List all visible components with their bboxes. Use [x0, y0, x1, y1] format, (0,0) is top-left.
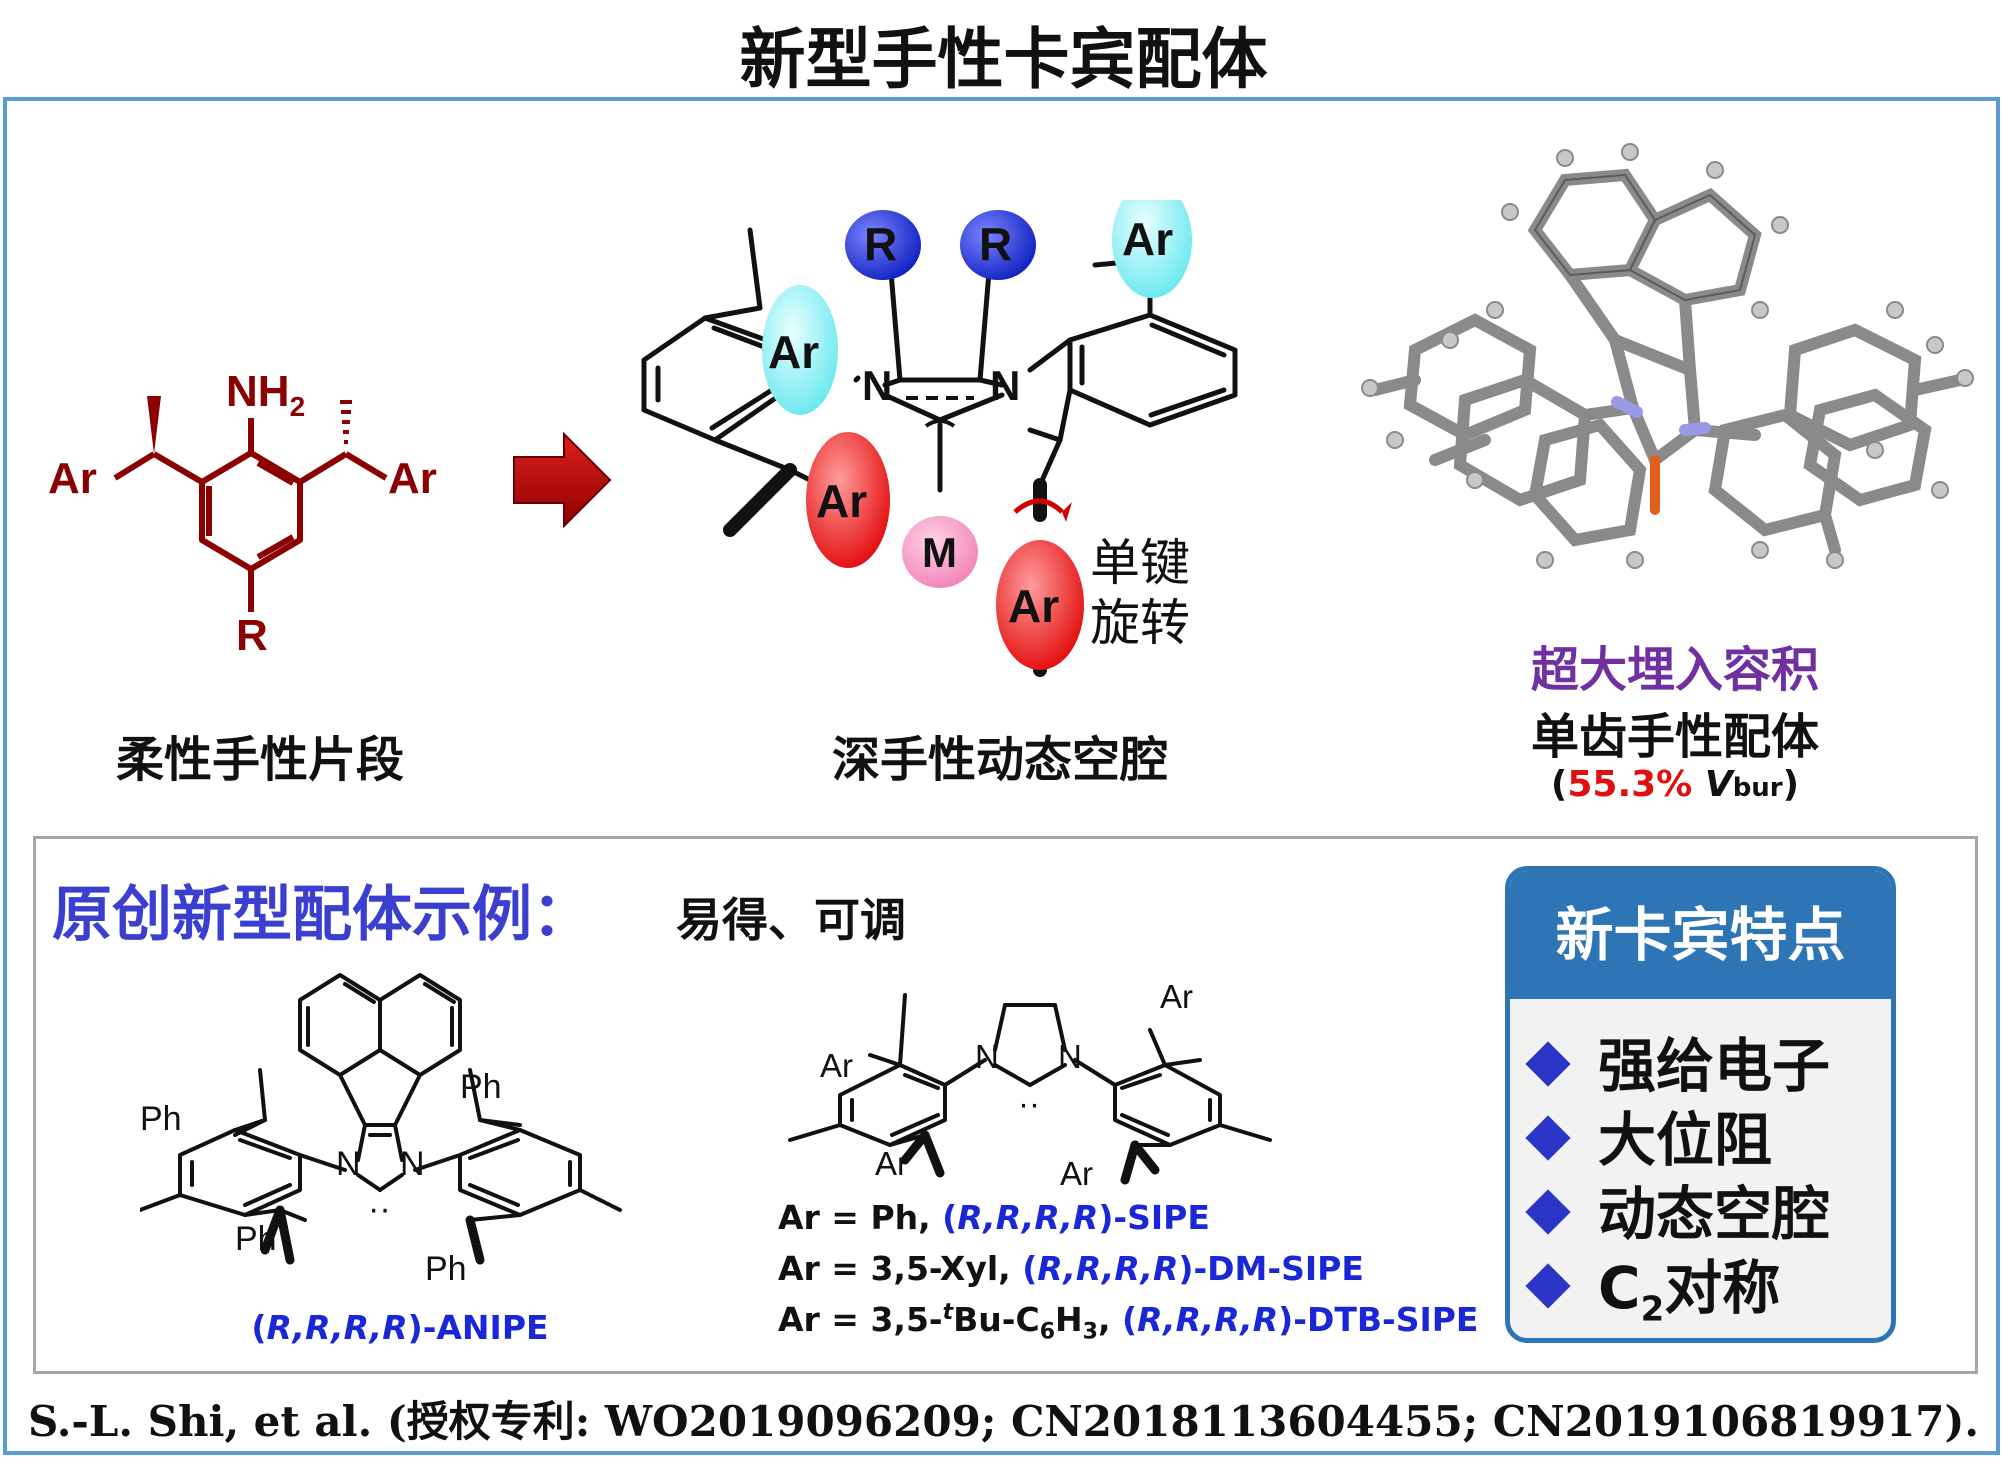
- 3d-ligand-model: [1361, 143, 1974, 569]
- flexible-fragment-structure: NH2 Ar Ar R: [48, 367, 437, 660]
- anipe-ph-1: Ph: [140, 1100, 182, 1138]
- features-header: 新卡宾特点: [1510, 871, 1891, 999]
- ar-top-right-label: Ar: [1122, 213, 1173, 265]
- anipe-ph-2: Ph: [235, 1220, 277, 1258]
- vbur-value: (55.3% Vbur): [1550, 764, 1800, 805]
- panel3-line2: 单齿手性配体: [1530, 709, 1819, 765]
- diamond-bullet-icon: [1525, 1189, 1571, 1235]
- examples-subheading: 易得、可调: [676, 893, 906, 947]
- ar-left-red-label: Ar: [816, 475, 867, 527]
- sipe-n-1: N: [975, 1038, 999, 1075]
- page-title: 新型手性卡宾配体: [739, 21, 1268, 98]
- features-box: 新卡宾特点 强给电子 大位阻 动态空腔 C2对称: [1505, 866, 1896, 1343]
- diamond-bullet-icon: [1525, 1263, 1571, 1309]
- sipe-n-2: N: [1058, 1038, 1082, 1075]
- sipe-line-3: Ar = 3,5-tBu-C6H3, (R,R,R,R)-DTB-SIPE: [778, 1300, 1479, 1345]
- sipe-line-1: Ar = Ph, (R,R,R,R)-SIPE: [778, 1198, 1210, 1237]
- m-label: M: [922, 529, 957, 576]
- dynamic-cavity-structure: R R Ar Ar N N Ar M Ar 单键 旋转: [641, 200, 1238, 677]
- anipe-ph-4: Ph: [425, 1250, 467, 1288]
- feature-item-1: 强给电子: [1525, 1019, 1830, 1103]
- panel2-caption: 深手性动态空腔: [831, 732, 1168, 788]
- anipe-n-1: N: [336, 1145, 361, 1183]
- diamond-bullet-icon: [1525, 1041, 1571, 1087]
- ar-right-label: Ar: [388, 454, 437, 503]
- wedge-bond: [147, 396, 161, 454]
- arrow-right-icon: [513, 432, 612, 529]
- examples-frame: [33, 836, 1978, 1374]
- n-left-label: N: [862, 362, 892, 409]
- sipe-ar-3: Ar: [1160, 978, 1193, 1015]
- examples-heading: 原创新型配体示例：: [52, 880, 592, 950]
- sipe-line-2: Ar = 3,5-Xyl, (R,R,R,R)-DM-SIPE: [778, 1249, 1364, 1288]
- feature-item-4: C2对称: [1525, 1241, 1780, 1330]
- outer-frame: [3, 97, 2000, 1455]
- feature-item-3: 动态空腔: [1525, 1167, 1830, 1251]
- anipe-n-2: N: [400, 1145, 425, 1183]
- ar-left-label: Ar: [48, 454, 97, 503]
- hash-bond: [340, 400, 352, 444]
- ar-right-red-label: Ar: [1008, 580, 1059, 632]
- anipe-structure: Ph Ph Ph Ph N N ··: [140, 973, 622, 1288]
- rotation-label-1: 单键: [1090, 535, 1190, 591]
- anipe-carbene-dots: ··: [368, 1190, 391, 1228]
- r-label: R: [236, 611, 268, 660]
- sipe-structure: Ar Ar Ar Ar N N ··: [788, 978, 1272, 1192]
- citation: S.-L. Shi, et al. (授权专利: WO2019096209; C…: [27, 1397, 1980, 1446]
- r2-label: R: [979, 218, 1012, 270]
- r1-label: R: [864, 218, 897, 270]
- anipe-ph-3: Ph: [460, 1068, 502, 1106]
- sipe-carbene-dots: ··: [1018, 1085, 1040, 1122]
- diamond-bullet-icon: [1525, 1115, 1571, 1161]
- panel3-line1: 超大埋入容积: [1530, 642, 1819, 698]
- feature-item-2: 大位阻: [1525, 1093, 1772, 1177]
- sipe-ar-2: Ar: [875, 1145, 908, 1182]
- n-right-label: N: [990, 362, 1020, 409]
- sipe-ar-1: Ar: [820, 1047, 853, 1084]
- nh2-label: NH2: [226, 367, 305, 422]
- anipe-name: (R,R,R,R)-ANIPE: [251, 1308, 549, 1347]
- rotation-label-2: 旋转: [1090, 595, 1190, 651]
- panel1-caption: 柔性手性片段: [115, 732, 404, 788]
- sipe-ar-4: Ar: [1060, 1155, 1093, 1192]
- ar-left-cyan-label: Ar: [768, 326, 819, 378]
